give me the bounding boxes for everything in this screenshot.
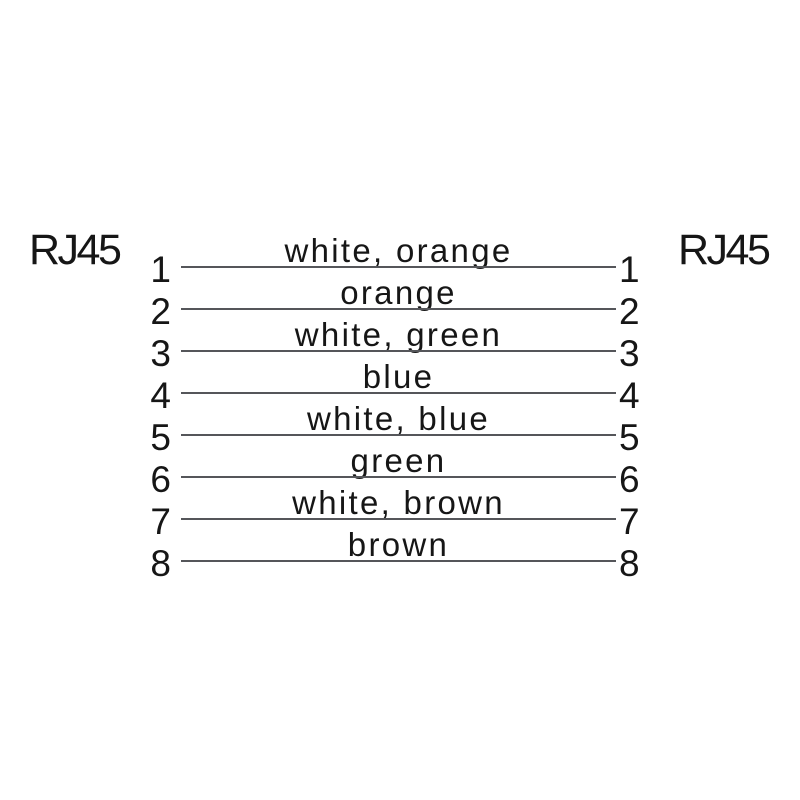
pin-number-right: 1 (619, 249, 640, 290)
wire-color-label: blue (362, 358, 435, 395)
pin-number-left: 7 (150, 501, 171, 542)
pin-number-left: 1 (150, 249, 171, 290)
wire-color-label: white, brown (292, 484, 505, 521)
wire-color-label: green (350, 442, 447, 479)
wire-color-label: white, orange (284, 232, 513, 269)
connector-label-right: RJ45 (678, 226, 771, 274)
pin-number-right: 3 (619, 333, 640, 374)
pin-number-left: 3 (150, 333, 171, 374)
wire-color-label: orange (340, 274, 457, 311)
wire-line (181, 350, 616, 352)
wire-line (181, 434, 616, 436)
wire-line (181, 266, 616, 268)
pin-number-left: 4 (150, 375, 171, 416)
pin-number-right: 5 (619, 417, 640, 458)
wire-line (181, 518, 616, 520)
wire-color-label: white, blue (306, 400, 491, 437)
pin-number-right: 6 (619, 459, 640, 500)
wire-color-label: white, green (294, 316, 503, 353)
pin-number-left: 6 (150, 459, 171, 500)
pin-number-left: 5 (150, 417, 171, 458)
pin-number-right: 4 (619, 375, 640, 416)
pin-number-left: 8 (150, 543, 171, 584)
pin-number-left: 2 (150, 291, 171, 332)
pin-number-right: 7 (619, 501, 640, 542)
wire-line (181, 560, 616, 562)
pin-number-right: 2 (619, 291, 640, 332)
wire-color-label: brown (347, 526, 450, 563)
wire-line (181, 476, 616, 478)
wire-line (181, 308, 616, 310)
pin-number-right: 8 (619, 543, 640, 584)
connector-label-left: RJ45 (29, 226, 122, 274)
wire-line (181, 392, 616, 394)
